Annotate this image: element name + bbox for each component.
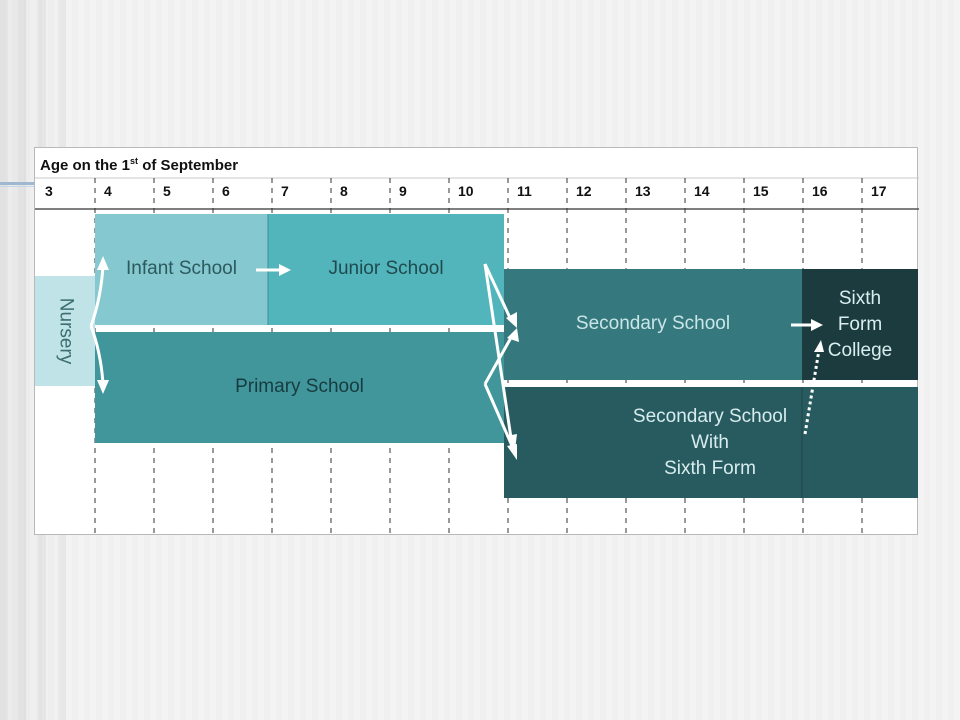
age-label-15: 15 bbox=[753, 183, 769, 199]
age-label-9: 9 bbox=[399, 183, 407, 199]
age-label-8: 8 bbox=[340, 183, 348, 199]
secondary-school-label: Secondary School bbox=[575, 313, 731, 334]
junior-school-label: Junior School bbox=[328, 258, 444, 279]
nursery-label: Nursery bbox=[55, 297, 77, 365]
arrowhead-primary bbox=[97, 380, 109, 394]
arrowhead-junior bbox=[279, 264, 291, 276]
secondary-sixth-form-box bbox=[504, 387, 918, 498]
age-label-5: 5 bbox=[163, 183, 171, 199]
title-superscript: st bbox=[130, 156, 139, 166]
title-suffix: of September bbox=[138, 157, 239, 174]
nursery-to-primary-arrow bbox=[89, 325, 105, 385]
age-label-17: 17 bbox=[871, 183, 887, 199]
age-label-16: 16 bbox=[812, 183, 828, 199]
college-line1: Sixth bbox=[838, 288, 882, 309]
junior-to-secondary-sixth-arrow bbox=[483, 263, 513, 439]
age-label-4: 4 bbox=[104, 183, 112, 199]
secondary-school-box bbox=[504, 269, 802, 380]
arrowhead-secondary-2 bbox=[507, 328, 519, 342]
arrowhead-college-dotted bbox=[814, 340, 824, 352]
secondary-sixth-to-college-arrow bbox=[803, 349, 821, 435]
arrow-heads bbox=[97, 256, 824, 460]
primary-school-box bbox=[95, 332, 504, 443]
arrowhead-secondary-sixth-2 bbox=[507, 444, 517, 460]
age-label-6: 6 bbox=[222, 183, 230, 199]
age-label-14: 14 bbox=[694, 183, 710, 199]
nursery-label-wrap: Nursery bbox=[35, 276, 95, 386]
arrowhead-college bbox=[811, 319, 823, 331]
school-stages-diagram: Age on the 1st of September 3 4 5 6 7 8 9 10 11 1… bbox=[34, 147, 919, 536]
arrowhead-secondary-1 bbox=[506, 312, 517, 328]
infant-school-box bbox=[95, 214, 268, 325]
primary-school-label: Primary School bbox=[235, 376, 364, 397]
college-line3: College bbox=[827, 340, 893, 361]
nursery-box bbox=[35, 276, 95, 386]
decorative-accent-line-thin bbox=[0, 186, 36, 187]
decorative-accent-line bbox=[0, 182, 36, 185]
sixth-form-college-label: Sixth Form College bbox=[802, 286, 918, 364]
age-label-7: 7 bbox=[281, 183, 289, 199]
diagram-title: Age on the 1st of September bbox=[40, 156, 238, 174]
secondary-sixth-line1: Secondary School bbox=[632, 406, 788, 427]
age-label-11: 11 bbox=[517, 183, 532, 199]
nursery-to-infant-arrow bbox=[89, 265, 105, 327]
age-label-13: 13 bbox=[635, 183, 651, 199]
junior-to-secondary-arrow bbox=[483, 263, 513, 321]
secondary-sixth-line2: With bbox=[691, 432, 729, 453]
diagram-canvas bbox=[35, 177, 919, 536]
secondary-sixth-form-label: Secondary School With Sixth Form bbox=[595, 404, 825, 482]
secondary-sixth-line3: Sixth Form bbox=[664, 458, 756, 479]
college-line2: Form bbox=[837, 314, 883, 335]
primary-to-secondary-arrow bbox=[483, 333, 515, 385]
age-label-10: 10 bbox=[458, 183, 474, 199]
title-prefix: Age on the 1 bbox=[40, 157, 131, 174]
infant-school-label: Infant School bbox=[126, 258, 237, 279]
junior-school-box bbox=[268, 214, 504, 325]
age-label-3: 3 bbox=[45, 183, 53, 199]
age-label-12: 12 bbox=[576, 183, 592, 199]
arrowhead-infant bbox=[97, 256, 109, 270]
